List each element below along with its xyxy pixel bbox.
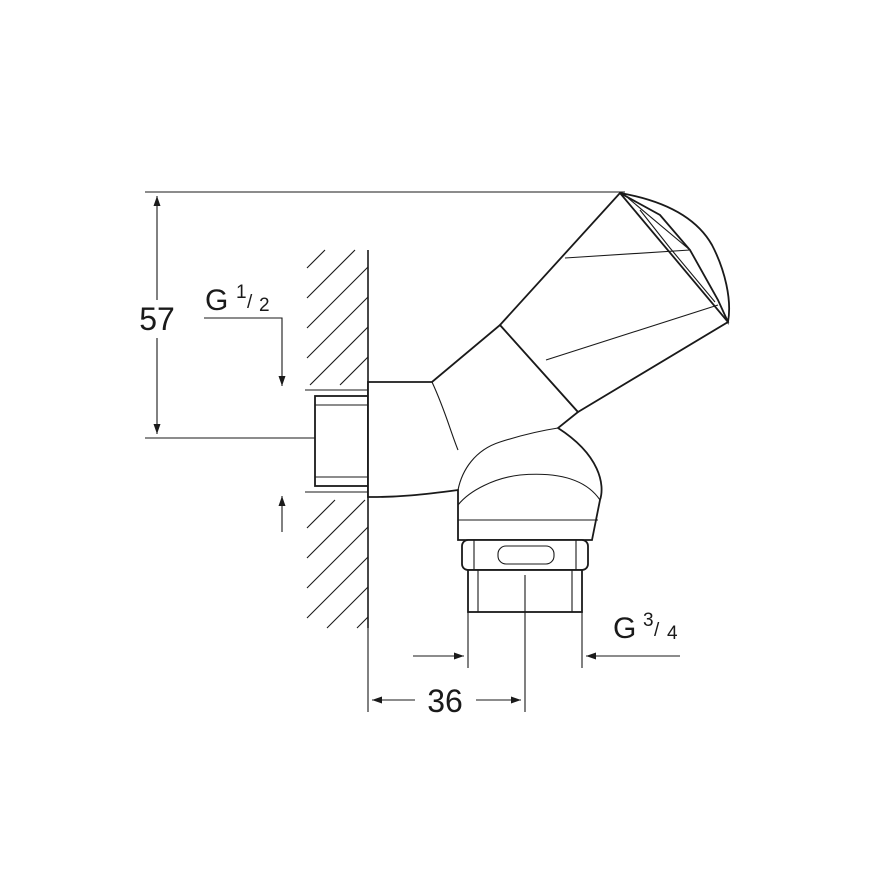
dimension-outlet-thread: G 3 / 4 [413,610,680,668]
outlet-thread-numerator: 3 [643,610,654,631]
inlet-thread-label: G [205,284,228,317]
wall-hatching [306,249,369,629]
outlet-connector [461,539,589,613]
outlet-thread-label: G [613,612,636,645]
inlet-thread-slash: / [247,292,253,313]
outlet-thread-denominator: 4 [667,623,678,644]
valve-body [367,323,603,541]
height-dimension-label: 57 [139,301,175,337]
dimension-inlet-thread: G 1 / 2 [204,282,286,532]
outlet-thread-slash: / [654,620,660,641]
inlet-thread-numerator: 1 [236,282,247,303]
width-dimension-label: 36 [427,683,463,719]
dimension-height: 57 [139,191,625,439]
inlet-thread-denominator: 2 [259,295,270,316]
inlet-thread-prefix: G [205,284,228,317]
dimension-width: 36 [367,575,526,719]
inlet-thread-pipe [305,389,369,493]
outlet-thread-prefix: G [613,612,636,645]
valve-handle [498,191,731,414]
